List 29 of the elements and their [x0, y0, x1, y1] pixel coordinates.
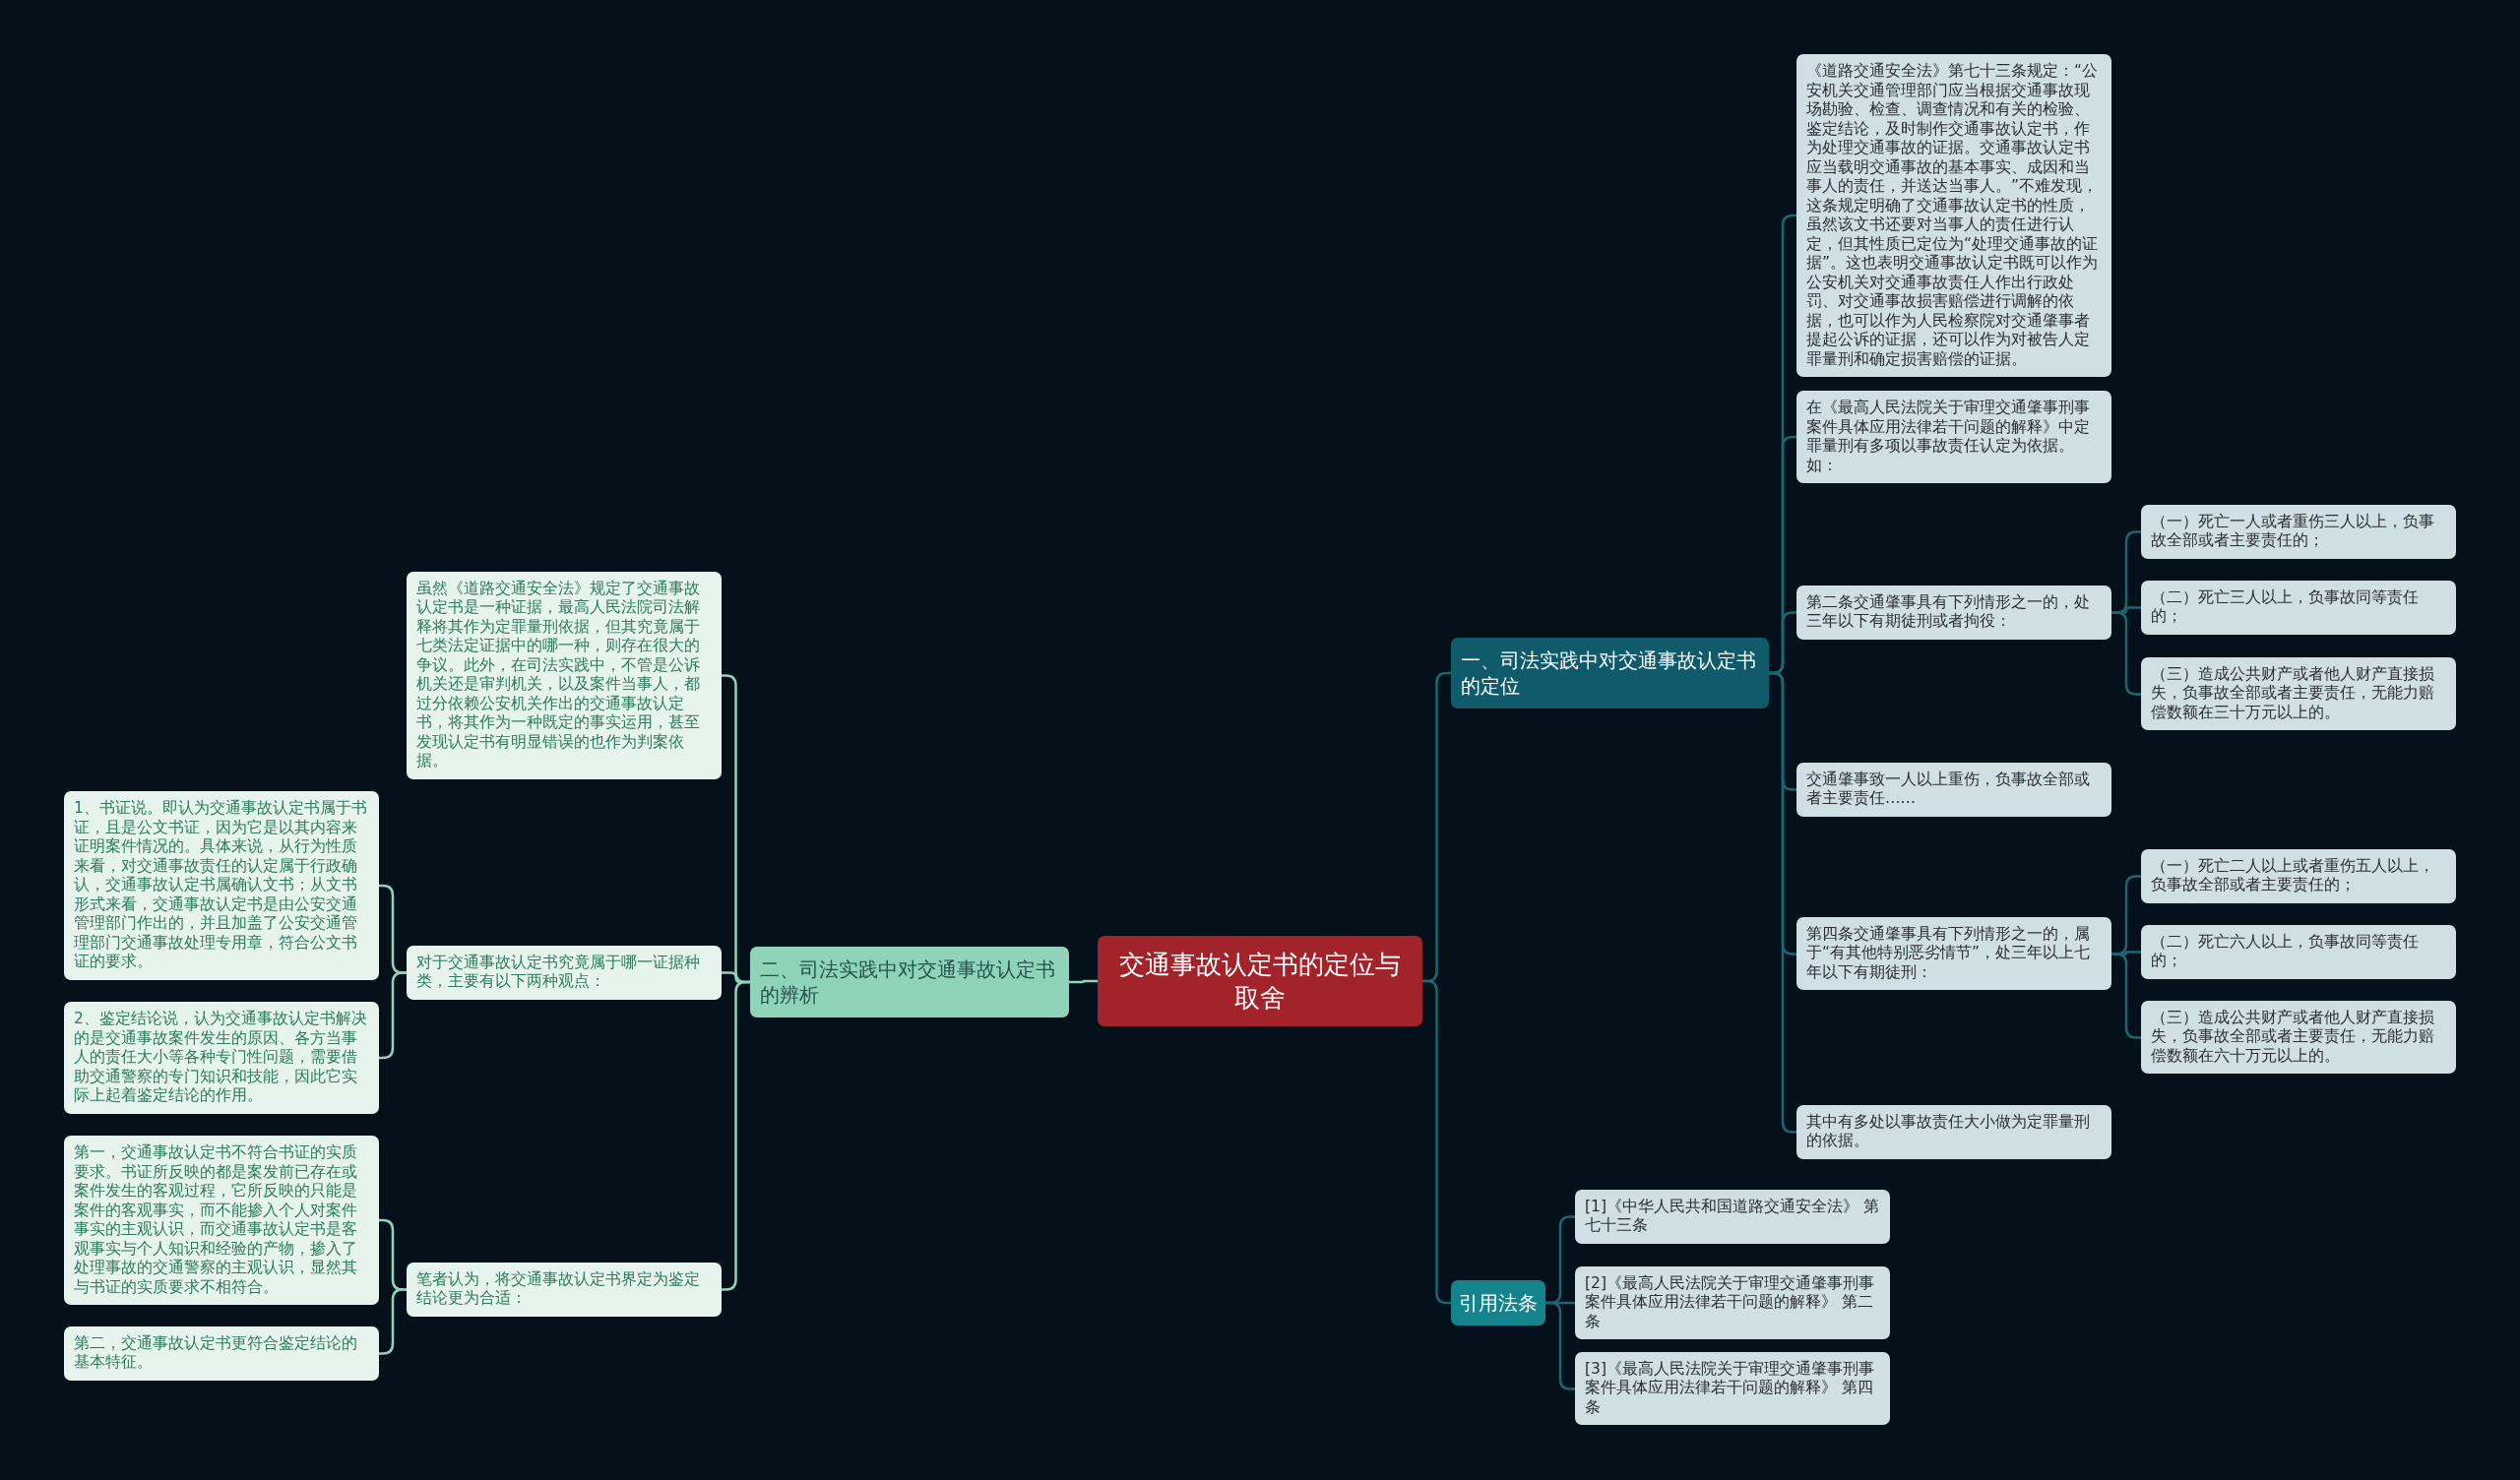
- citation-box: [3]《最高人民法院关于审理交通肇事刑事案件具体应用法律若干问题的解释》 第四条: [1575, 1351, 1890, 1425]
- topic-box: 第二，交通事故认定书更符合鉴定结论的基本特征。: [64, 1326, 379, 1381]
- topic-box: 笔者认为，将交通事故认定书界定为鉴定结论更为合适：: [407, 1262, 722, 1317]
- topic-box: 其中有多处以事故责任大小做为定罪量刑的依据。: [1796, 1104, 2111, 1159]
- branch-topic: 二、司法实践中对交通事故认定书的辨析: [750, 947, 1069, 1018]
- topic-box: 交通肇事致一人以上重伤，负事故全部或者主要责任……: [1796, 762, 2111, 817]
- topic-box: 第二条交通肇事具有下列情形之一的，处三年以下有期徒刑或者拘役：: [1796, 585, 2111, 640]
- connector-line: [1069, 979, 1098, 984]
- topic-box: （一）死亡一人或者重伤三人以上，负事故全部或者主要责任的；: [2141, 504, 2456, 559]
- topic-box: （一）死亡二人以上或者重伤五人以上，负事故全部或者主要责任的；: [2141, 848, 2456, 903]
- topic-box: 第四条交通肇事具有下列情形之一的，属于“有其他特别恶劣情节”，处三年以上七年以下有期徒刑：: [1796, 916, 2111, 990]
- central-topic: 交通事故认定书的定位与取舍: [1098, 936, 1422, 1026]
- connector-line: [379, 971, 407, 1060]
- topic-box: （二）死亡三人以上，负事故同等责任的；: [2141, 580, 2456, 635]
- topic-box: 《道路交通安全法》第七十三条规定：“公安机关交通管理部门应当根据交通事故现场勘验、检查、调查情况和有关的检验、鉴定结论，及时制作交通事故认定书，作为处理交通事故的证据。交通事故认定书应当载明交通事故的基本事实、成因和当事人的责任，并送达当事人。”不难发现，这条规定明确了交通事故认定书的性质，虽然该文书还要对当事人的责任进行认定，但其性质已定位为“处理交通事故的证据”。这也表明交通事故认定书既可以作为公安机关对交通事故责任人作出行政处罚、对交通事故损害赔偿进行调解的依据，也可以作为人民检察院对交通肇事者提起公诉的证据，还可以作为对被告人定罪量刑和确定损害赔偿的证据。: [1796, 54, 2111, 377]
- branch-topic: 引用法条: [1451, 1280, 1545, 1326]
- branch-topic: 一、司法实践中对交通事故认定书的定位: [1451, 638, 1769, 709]
- topic-box: （二）死亡六人以上，负事故同等责任的；: [2141, 924, 2456, 979]
- topic-box: 虽然《道路交通安全法》规定了交通事故认定书是一种证据，最高人民法院司法解释将其作为定罪量刑依据，但其究竟属于七类法定证据中的哪一种，则存在很大的争议。此外，在司法实践中，不管是公诉机关还是审判机关，以及案件当事人，都过分依赖公安机关作出的交通事故认定书，将其作为一种既定的事实运用，甚至发现认定书有明显错误的也作为判案依据。: [407, 571, 722, 779]
- topic-box: （三）造成公共财产或者他人财产直接损失，负事故全部或者主要责任，无能力赔偿数额在三十万元以上的。: [2141, 656, 2456, 730]
- topic-box: 在《最高人民法院关于审理交通肇事刑事案件具体应用法律若干问题的解释》中定罪量刑有多项以事故责任认定为依据。如：: [1796, 391, 2111, 483]
- topic-box: 1、书证说。即认为交通事故认定书属于书证，且是公文书证，因为它是以其内容来证明案件情况的。具体来说，从行为性质来看，对交通事故责任的认定属于行政确认，交通事故认定书属确认文书；从文书形式来看，交通事故认定书是由公安交通管理部门作出的，并且加盖了公安交通管理部门交通事故处理专用章，符合公文书证的要求。: [64, 791, 379, 980]
- citation-box: [1]《中华人民共和国道路交通安全法》 第七十三条: [1575, 1189, 1890, 1244]
- topic-box: 第一，交通事故认定书不符合书证的实质要求。书证所反映的都是案发前已存在或案件发生的客观过程，它所反映的只能是案件的客观事实，而不能掺入个人对案件事实的主观认识，而交通事故认定书是客观事实与个人知识和经验的产物，掺入了处理事故的交通警察的主观认识，显然其与书证的实质要求不相符合。: [64, 1136, 379, 1305]
- citation-box: [2]《最高人民法院关于审理交通肇事刑事案件具体应用法律若干问题的解释》 第二条: [1575, 1265, 1890, 1339]
- connector-line: [379, 1288, 407, 1355]
- topic-box: 对于交通事故认定书究竟属于哪一证据种类，主要有以下两种观点：: [407, 945, 722, 1000]
- topic-box: 2、鉴定结论说，认为交通事故认定书解决的是交通事故案件发生的原因、各方当事人的责任大小等各种专门性问题，需要借助交通警察的专门知识和技能，因此它实际上起着鉴定结论的作用。: [64, 1002, 379, 1114]
- topic-box: （三）造成公共财产或者他人财产直接损失，负事故全部或者主要责任，无能力赔偿数额在六十万元以上的。: [2141, 1000, 2456, 1074]
